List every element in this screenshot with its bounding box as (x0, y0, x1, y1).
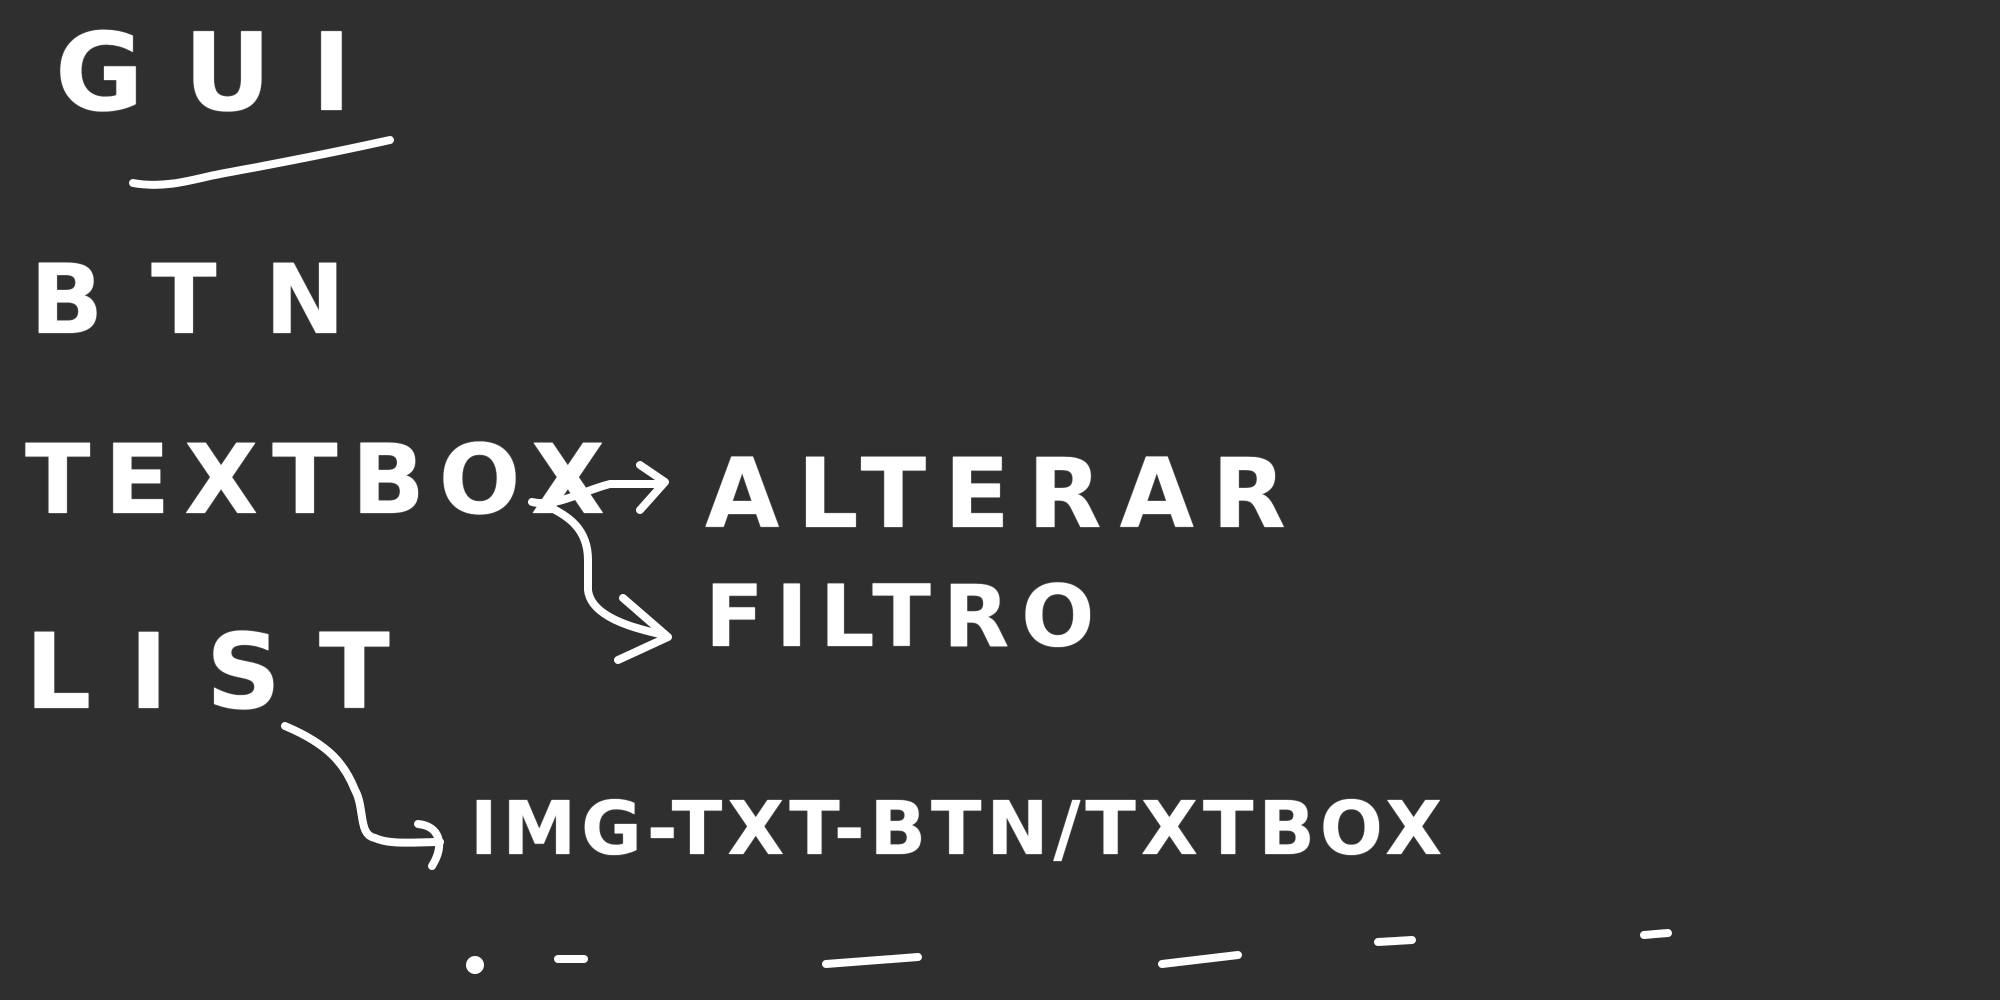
arrow-to-list-row (281, 722, 444, 847)
arrow-to-list-row-head (414, 820, 444, 870)
arrow-to-alterar-head (636, 461, 669, 514)
underline-mark-4 (1374, 936, 1416, 946)
branch-filtro: FILTRO (705, 567, 1107, 667)
list-row-layout: IMG-TXT-BTN/TXTBOX (470, 786, 1448, 872)
item-list: LIST (25, 611, 428, 733)
underline-mark-3 (1158, 951, 1242, 968)
underline-mark-5 (1640, 929, 1672, 939)
branch-alterar: ALTERAR (705, 438, 1304, 550)
arrow-to-filtro-head (614, 594, 672, 664)
underline-mark-2 (822, 953, 922, 968)
underline-dot (466, 956, 484, 974)
item-textbox: TEXTBOX (25, 424, 619, 536)
arrow-to-filtro (536, 499, 669, 639)
arrow-to-alterar (528, 480, 666, 508)
item-btn: BTN (30, 244, 393, 356)
diagram-title: GUI (55, 11, 392, 136)
title-underline (129, 136, 394, 189)
